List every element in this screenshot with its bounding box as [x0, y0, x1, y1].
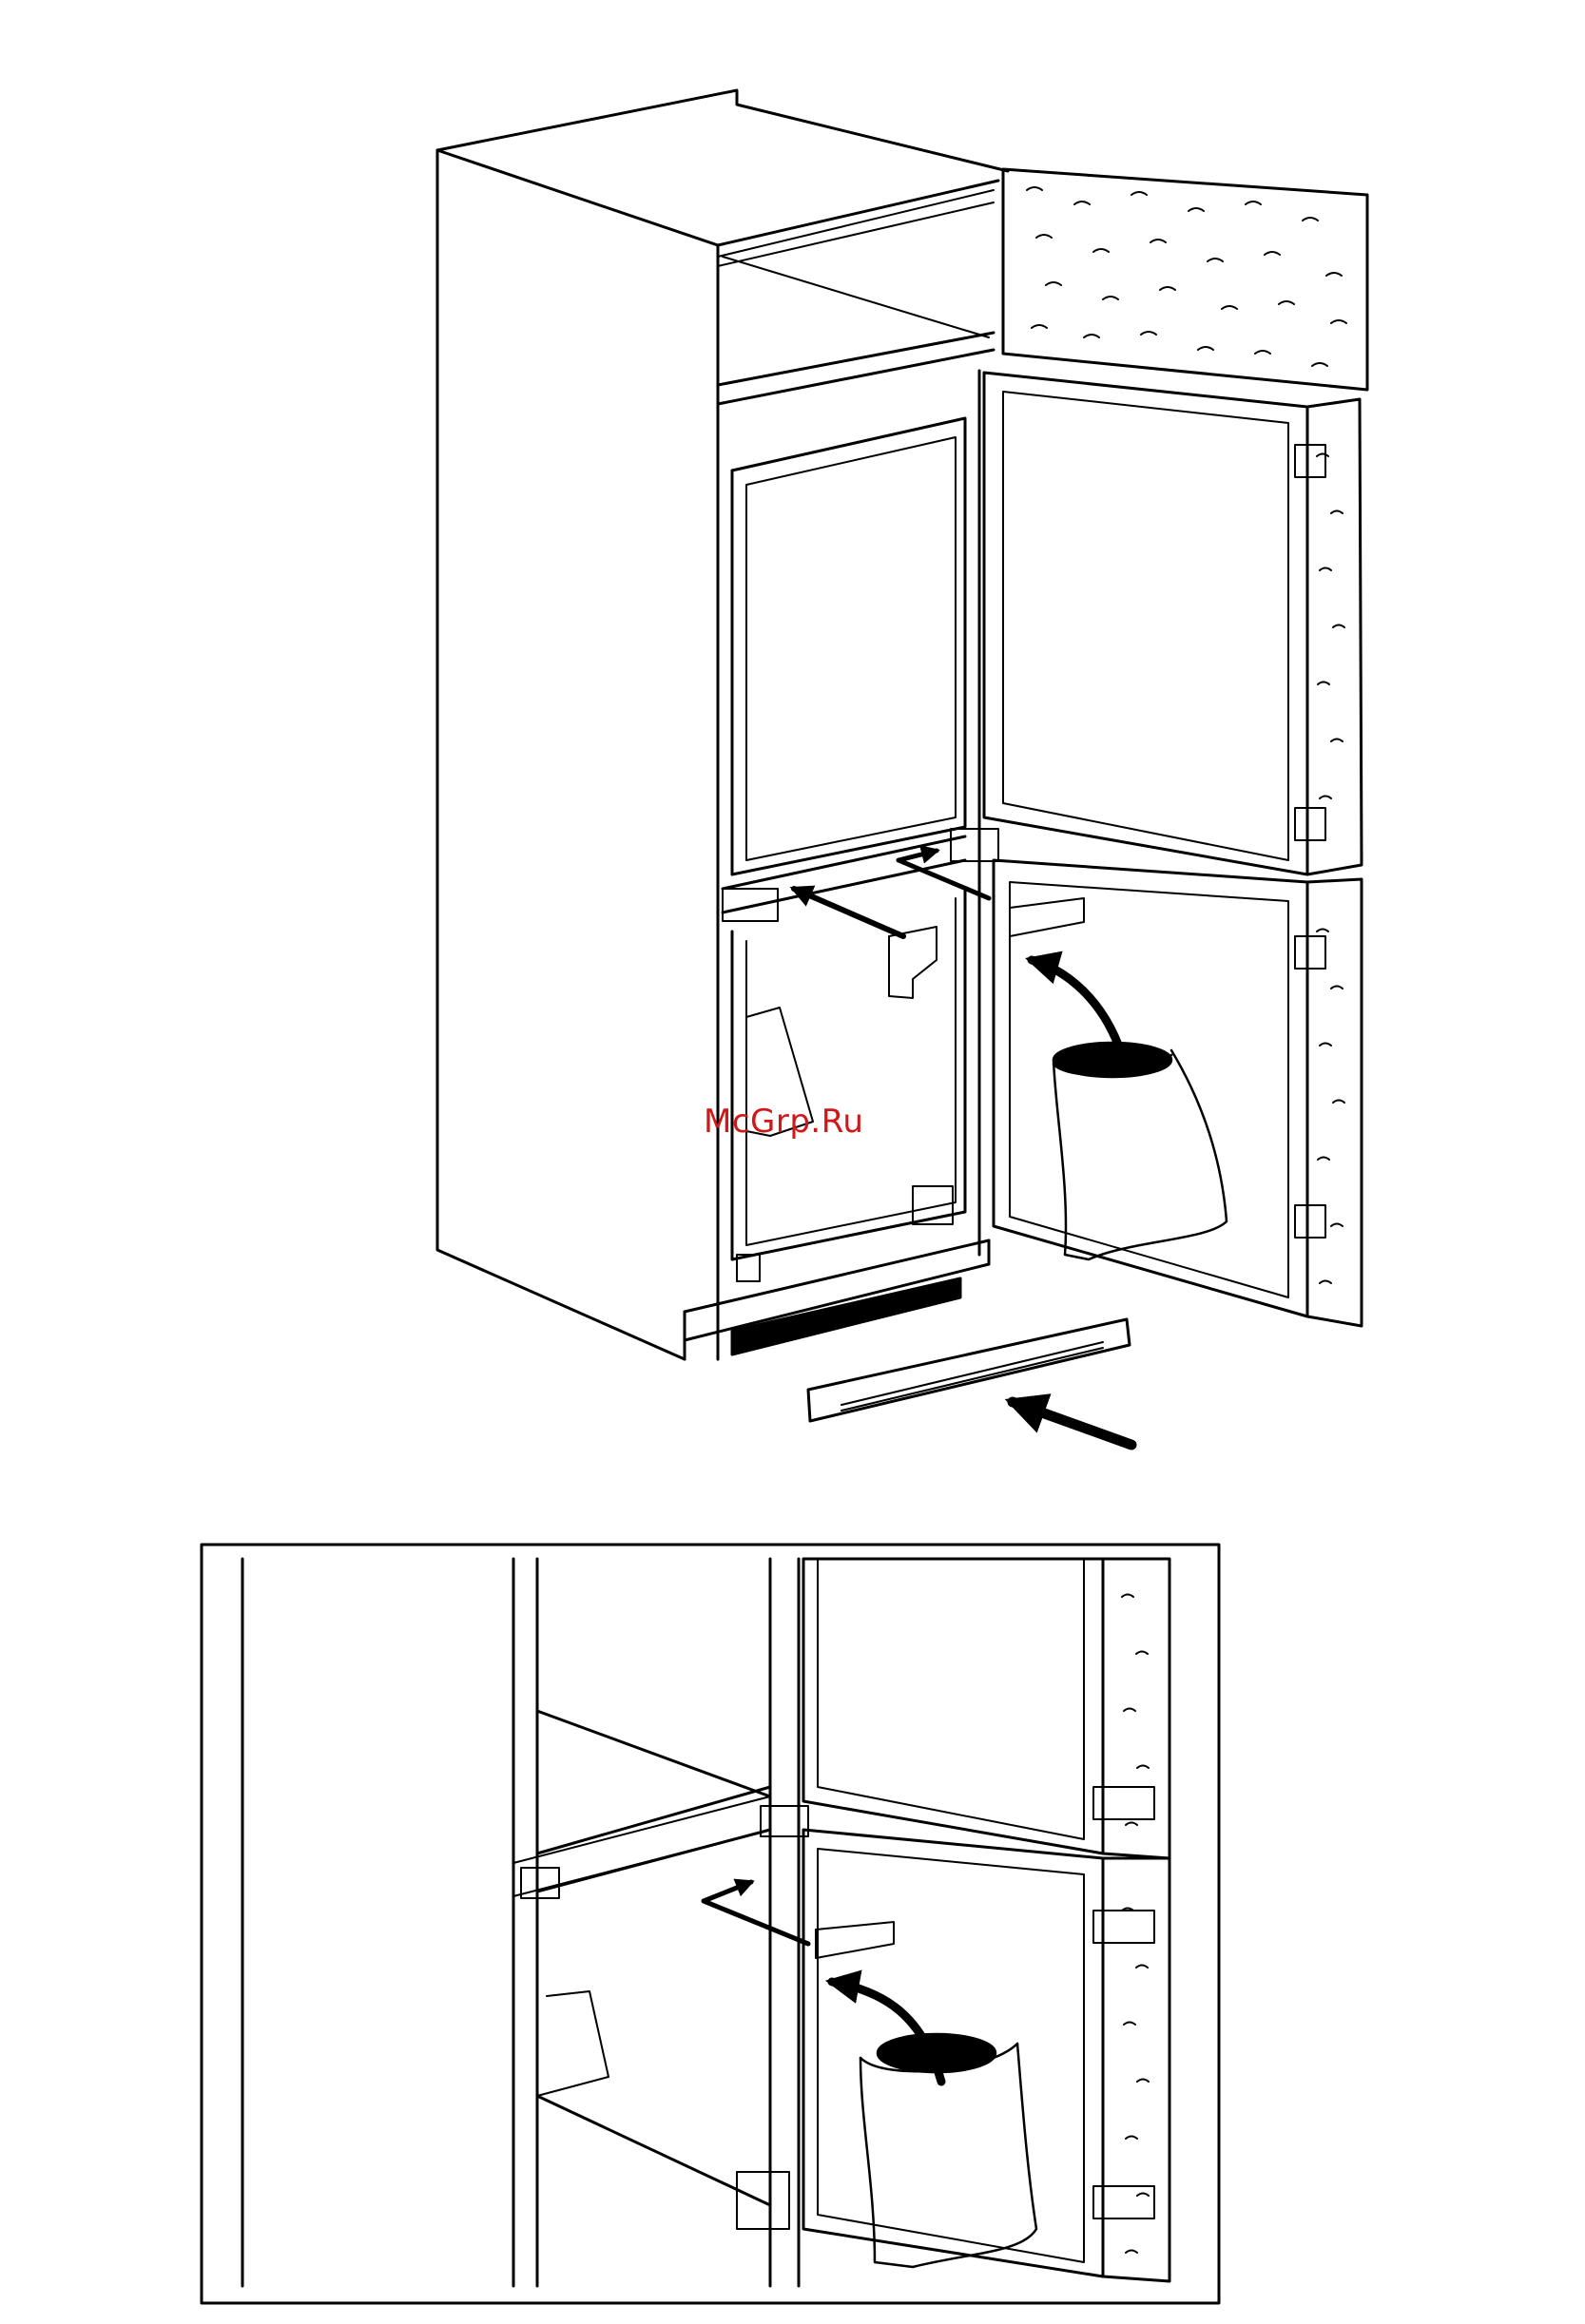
- inset-upper-door: [803, 1559, 1103, 1853]
- arrow-curved: [1032, 960, 1122, 1055]
- wood-texture-top: [1027, 187, 1346, 366]
- hinge-cover-loose: [889, 927, 937, 998]
- hinge-lower-bottom: [1295, 1205, 1325, 1238]
- hinge-cover-door: [1010, 898, 1084, 936]
- parts-bag: [1053, 1043, 1227, 1259]
- hinge-bracket-left: [723, 889, 778, 921]
- cabinet-top: [437, 90, 1008, 171]
- plinth-vent: [732, 1278, 960, 1354]
- cabinet-front-frame: [718, 245, 979, 1359]
- arrow-left: [794, 889, 903, 936]
- arrow-plinth: [1013, 1402, 1131, 1445]
- inset-arrow: [704, 1882, 808, 1944]
- inset-illustration: [242, 1559, 1169, 2286]
- top-decor-panel: [1003, 169, 1367, 390]
- hinge-bracket-center: [951, 829, 998, 861]
- plinth-strip: [808, 1319, 1130, 1421]
- hinge-upper-top: [1295, 445, 1325, 477]
- cabinet-left-side: [437, 150, 685, 1359]
- cabinet-illustration: [437, 90, 1367, 1445]
- watermark-text: McGrp.Ru: [704, 1103, 863, 1141]
- inset-frame: [202, 1545, 1219, 2303]
- lower-furniture-door: [994, 860, 1307, 1316]
- wood-texture-upper: [1317, 454, 1344, 799]
- inset-parts-bag: [860, 2034, 1036, 2267]
- inset-hinge-cover: [816, 1922, 894, 1958]
- arrow-center: [899, 851, 989, 898]
- inset-wood-texture: [1122, 1595, 1149, 2254]
- hinge-lower-top: [1295, 936, 1325, 969]
- hinge-upper-bottom: [1295, 808, 1325, 840]
- upper-furniture-door: [984, 373, 1307, 874]
- wood-texture-lower: [1317, 930, 1344, 1284]
